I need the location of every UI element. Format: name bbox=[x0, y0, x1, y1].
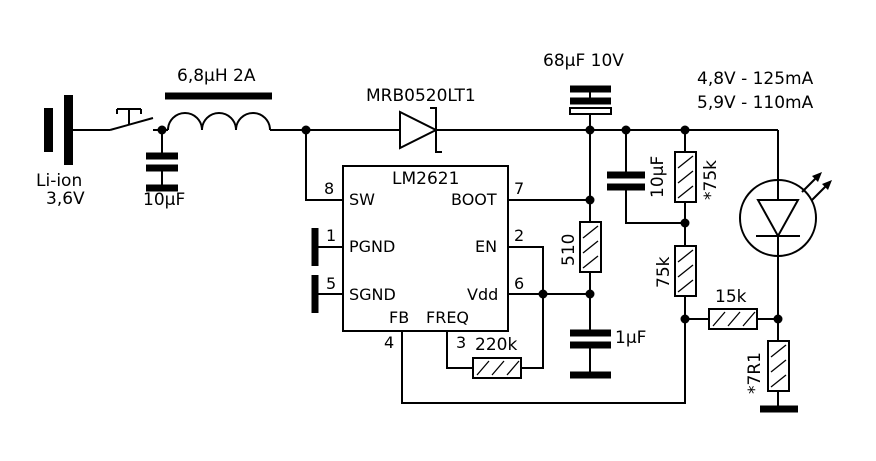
capacitor-10uf-feedback-label: 10µF bbox=[648, 156, 668, 198]
diode-label: MRB0520LT1 bbox=[366, 86, 476, 106]
inductor-label: 6,8µH 2A bbox=[177, 66, 256, 86]
led-symbol bbox=[739, 179, 817, 257]
ic-pin-sgnd-num: 5 bbox=[326, 274, 336, 293]
ic-pin-pgnd-name: PGND bbox=[349, 237, 395, 256]
inductor bbox=[162, 92, 400, 131]
light-emission-arrows-icon bbox=[801, 172, 832, 201]
ic-pin-pgnd-num: 1 bbox=[326, 226, 336, 245]
capacitor-1uf-label: 1µF bbox=[615, 328, 646, 348]
ic-lm2621 bbox=[342, 165, 509, 332]
capacitor-1uf bbox=[570, 329, 611, 379]
battery-voltage: 3,6V bbox=[46, 189, 85, 209]
input-capacitor-label: 10µF bbox=[143, 190, 185, 210]
resistor-75k-label: 75k bbox=[654, 256, 674, 288]
resistor-510 bbox=[579, 221, 602, 273]
resistor-220k-label: 220k bbox=[475, 335, 517, 355]
resistor-220k bbox=[472, 357, 522, 379]
resistor-75k-top-label: *75k bbox=[701, 160, 721, 200]
resistor-15k bbox=[708, 308, 758, 330]
resistor-sense-label: *7R1 bbox=[745, 352, 765, 394]
ic-name: LM2621 bbox=[392, 169, 459, 189]
led-spec-line2: 5,9V - 110mA bbox=[697, 93, 814, 113]
ic-pin-sw-name: SW bbox=[349, 190, 375, 209]
ic-pin-freq-name: FREQ bbox=[426, 308, 469, 327]
ic-pin-en-num: 2 bbox=[514, 226, 524, 245]
ic-pin-freq-num: 3 bbox=[456, 333, 466, 352]
led-spec-line1: 4,8V - 125mA bbox=[697, 69, 814, 89]
ic-pin-sgnd-name: SGND bbox=[349, 285, 396, 304]
resistor-75k-top bbox=[674, 151, 697, 203]
ic-pin-boot-num: 7 bbox=[514, 179, 524, 198]
ic-pin-fb-num: 4 bbox=[384, 333, 394, 352]
battery-symbol bbox=[44, 95, 110, 165]
resistor-510-label: 510 bbox=[559, 234, 579, 266]
battery-name: Li-ion bbox=[36, 171, 82, 191]
resistor-sense bbox=[767, 340, 790, 392]
ic-pin-vdd-num: 6 bbox=[514, 274, 524, 293]
output-capacitor-label: 68µF 10V bbox=[543, 51, 624, 71]
power-switch bbox=[109, 108, 163, 131]
schottky-diode bbox=[399, 107, 590, 153]
resistor-15k-label: 15k bbox=[715, 287, 747, 307]
ic-pin-fb-name: FB bbox=[389, 308, 409, 327]
ic-pin-vdd-name: Vdd bbox=[467, 285, 498, 304]
ic-pin-en-name: EN bbox=[475, 237, 497, 256]
output-capacitor bbox=[569, 85, 612, 135]
ic-pin-boot-name: BOOT bbox=[451, 190, 497, 209]
ic-pin-sw-num: 8 bbox=[324, 179, 334, 198]
resistor-75k bbox=[674, 245, 697, 297]
capacitor-10uf-feedback bbox=[607, 130, 685, 224]
input-capacitor bbox=[146, 125, 178, 192]
